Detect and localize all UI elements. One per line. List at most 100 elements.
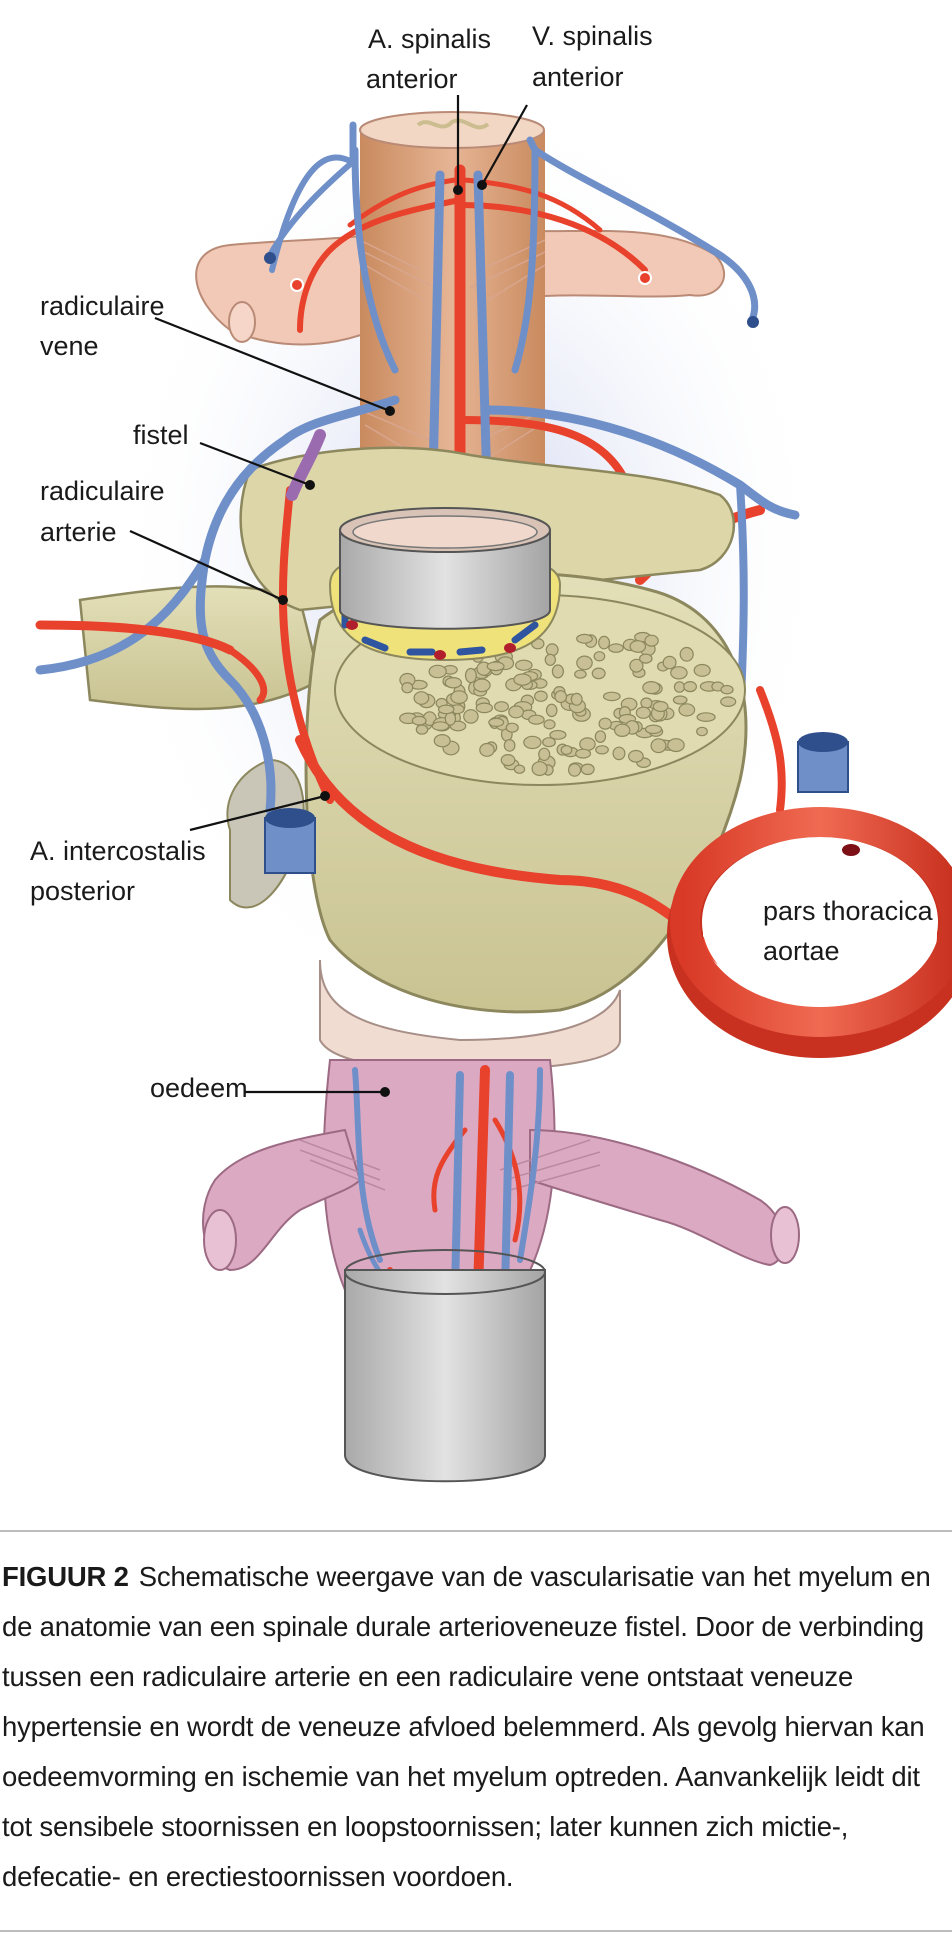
trabecula bbox=[640, 697, 653, 709]
vessel-stubs bbox=[264, 252, 849, 874]
upper-rootlets bbox=[359, 239, 546, 461]
trabecula bbox=[486, 661, 505, 672]
trabecula bbox=[514, 659, 533, 671]
trabecula bbox=[593, 651, 606, 662]
trabecula bbox=[554, 690, 568, 704]
lower-edematous-cord bbox=[202, 1059, 800, 1291]
trabecula bbox=[479, 742, 495, 757]
svg-text:anterior: anterior bbox=[366, 64, 458, 94]
upper-dural-sac-cut bbox=[339, 507, 551, 630]
label-pars-thoracica-aortae: pars thoracica aortae bbox=[763, 896, 934, 966]
left-radicular-vessels bbox=[35, 395, 786, 965]
caption-text: Schematische weergave van de vascularisa… bbox=[2, 1561, 931, 1892]
trabecula bbox=[635, 706, 651, 719]
label-radiculaire-arterie: radiculaire arterie bbox=[40, 476, 288, 605]
trabecula bbox=[444, 677, 462, 689]
label-radiculaire-vene: radiculaire vene bbox=[40, 291, 395, 416]
svg-text:vene: vene bbox=[40, 331, 99, 361]
trabecula bbox=[594, 730, 607, 743]
trabecula bbox=[567, 763, 582, 777]
trabecula bbox=[411, 715, 427, 726]
svg-text:oedeem: oedeem bbox=[150, 1073, 248, 1103]
trabecula bbox=[570, 692, 583, 706]
trabecula bbox=[576, 655, 593, 671]
lower-dural-sac-cut bbox=[344, 1249, 546, 1483]
trabecula bbox=[614, 723, 631, 738]
trabecula bbox=[475, 702, 493, 714]
svg-text:pars thoracica: pars thoracica bbox=[763, 896, 934, 926]
trabecula bbox=[437, 704, 455, 715]
trabecula bbox=[580, 763, 595, 776]
trabecula bbox=[431, 721, 450, 731]
svg-text:arterie: arterie bbox=[40, 517, 117, 547]
trabecula bbox=[401, 682, 414, 694]
trabecula bbox=[433, 734, 451, 748]
trabecula bbox=[494, 701, 510, 713]
trabecula bbox=[488, 717, 505, 728]
caption-top-rule bbox=[0, 1530, 952, 1532]
svg-text:aortae: aortae bbox=[763, 936, 840, 966]
trabecula bbox=[503, 739, 516, 752]
spinal-davf-diagram: A. spinalis anterior V. spinalis anterio… bbox=[30, 21, 952, 1483]
svg-text:anterior: anterior bbox=[532, 62, 624, 92]
trabecula bbox=[628, 749, 644, 763]
svg-text:posterior: posterior bbox=[30, 876, 135, 906]
trabecula bbox=[598, 635, 611, 650]
trabecula bbox=[662, 655, 677, 670]
trabecula bbox=[560, 744, 573, 755]
trabecula bbox=[413, 691, 430, 705]
caption-bottom-rule bbox=[0, 1930, 952, 1932]
label-a-spinalis-anterior: A. spinalis anterior bbox=[366, 24, 491, 195]
trabecula bbox=[545, 703, 558, 718]
trabecular-bone-pattern bbox=[399, 627, 737, 777]
trabecula bbox=[415, 724, 429, 735]
trabecula bbox=[574, 669, 587, 679]
trabecula bbox=[464, 667, 477, 684]
trabecula bbox=[642, 680, 661, 695]
trabecula bbox=[534, 690, 548, 702]
trabecula bbox=[551, 664, 565, 679]
trabecula bbox=[608, 643, 624, 653]
trabecula bbox=[508, 705, 524, 719]
trabecula bbox=[673, 681, 686, 693]
trabecula bbox=[629, 658, 644, 673]
label-oedeem: oedeem bbox=[150, 1073, 390, 1103]
aorta-ring bbox=[667, 807, 952, 1058]
svg-text:A. intercostalis: A. intercostalis bbox=[30, 836, 206, 866]
trabecula bbox=[528, 714, 545, 725]
label-v-spinalis-anterior: V. spinalis anterior bbox=[477, 21, 653, 190]
trabecula bbox=[612, 746, 626, 761]
trabecula bbox=[544, 653, 557, 666]
trabecula bbox=[629, 640, 647, 653]
trabecula bbox=[579, 737, 596, 751]
trabecula bbox=[473, 678, 491, 693]
trabecula bbox=[428, 664, 447, 679]
trabecula bbox=[644, 634, 659, 647]
trabecula bbox=[595, 745, 609, 755]
trabecula bbox=[670, 666, 688, 680]
trabecula bbox=[450, 690, 468, 704]
trabecula bbox=[696, 726, 708, 737]
trabecula bbox=[696, 712, 716, 722]
trabecula bbox=[513, 764, 526, 774]
figure-number: FIGUUR 2 bbox=[2, 1561, 129, 1592]
trabecula bbox=[500, 753, 516, 767]
trabecula bbox=[531, 761, 548, 777]
trabecula bbox=[638, 653, 653, 664]
trabecula bbox=[505, 722, 519, 733]
svg-text:radiculaire: radiculaire bbox=[40, 291, 165, 321]
trabecula bbox=[672, 695, 688, 705]
trabecula bbox=[652, 700, 669, 713]
trabecula bbox=[683, 680, 697, 693]
svg-text:fistel: fistel bbox=[133, 420, 189, 450]
trabecula bbox=[523, 735, 542, 750]
svg-text:V. spinalis: V. spinalis bbox=[532, 21, 653, 51]
label-a-intercostalis-posterior: A. intercostalis posterior bbox=[30, 791, 330, 906]
trabecula bbox=[679, 646, 694, 662]
trabecula bbox=[667, 738, 685, 753]
trabecula bbox=[720, 684, 734, 695]
trabecula bbox=[591, 667, 606, 680]
trabecula bbox=[693, 663, 711, 677]
